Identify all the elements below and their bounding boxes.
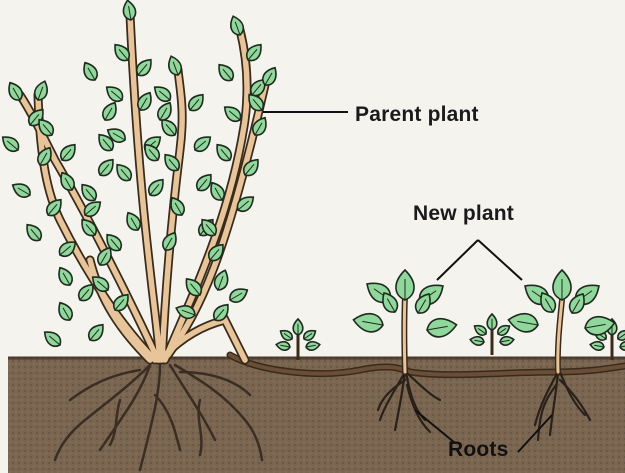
roots-label: Roots <box>448 438 509 462</box>
new-plant-1-leaf <box>352 311 385 334</box>
parent-leaf <box>10 180 33 200</box>
small-shoot-2-leaf <box>469 335 484 346</box>
parent-leaf <box>57 141 79 164</box>
small-shoot-1-leaf <box>302 328 318 343</box>
new-plant-2-leaf <box>553 270 571 300</box>
parent-leaf <box>113 161 135 184</box>
new-plant-callout-right <box>478 240 522 280</box>
parent-leaf <box>23 221 45 244</box>
small-shoot-1-leaf <box>278 328 294 343</box>
new-plant-2-leaf <box>507 311 540 334</box>
new-plant-label: New plant <box>413 202 514 226</box>
parent-plant-label: Parent plant <box>355 103 479 127</box>
parent-leaf <box>155 100 175 123</box>
small-shoot-1-leaf <box>275 340 290 351</box>
parent-leaf <box>80 60 100 83</box>
parent-leaf <box>191 133 214 155</box>
new-plant-1-leaf <box>396 270 414 300</box>
parent-leaf <box>0 133 22 155</box>
small-shoot-1-leaf <box>305 340 320 351</box>
small-shoot-2-leaf <box>496 323 512 338</box>
parent-leaf <box>215 61 237 84</box>
small-shoot-3-leaf <box>619 340 625 351</box>
small-shoot-2-leaf <box>472 323 488 338</box>
parent-leaf <box>100 100 120 123</box>
parent-leaf <box>145 176 167 199</box>
parent-leaf <box>103 83 126 105</box>
parent-leaf <box>213 141 235 164</box>
new-plant-callout-left <box>437 240 478 280</box>
new-plant-1-leaf <box>425 316 458 339</box>
small-shoot-2-leaf <box>487 314 497 330</box>
parent-leaf <box>185 91 207 114</box>
parent-leaf <box>227 285 250 305</box>
small-shoot-3-leaf <box>589 340 604 351</box>
small-shoot-2-leaf <box>499 335 514 346</box>
small-shoot-1-leaf <box>293 319 303 335</box>
parent-leaf <box>55 265 75 288</box>
parent-leaf <box>85 321 107 344</box>
parent-leaf <box>55 300 75 323</box>
parent-leaf <box>95 156 117 179</box>
parent-leaf <box>41 328 64 350</box>
parent-leaf <box>151 83 174 105</box>
